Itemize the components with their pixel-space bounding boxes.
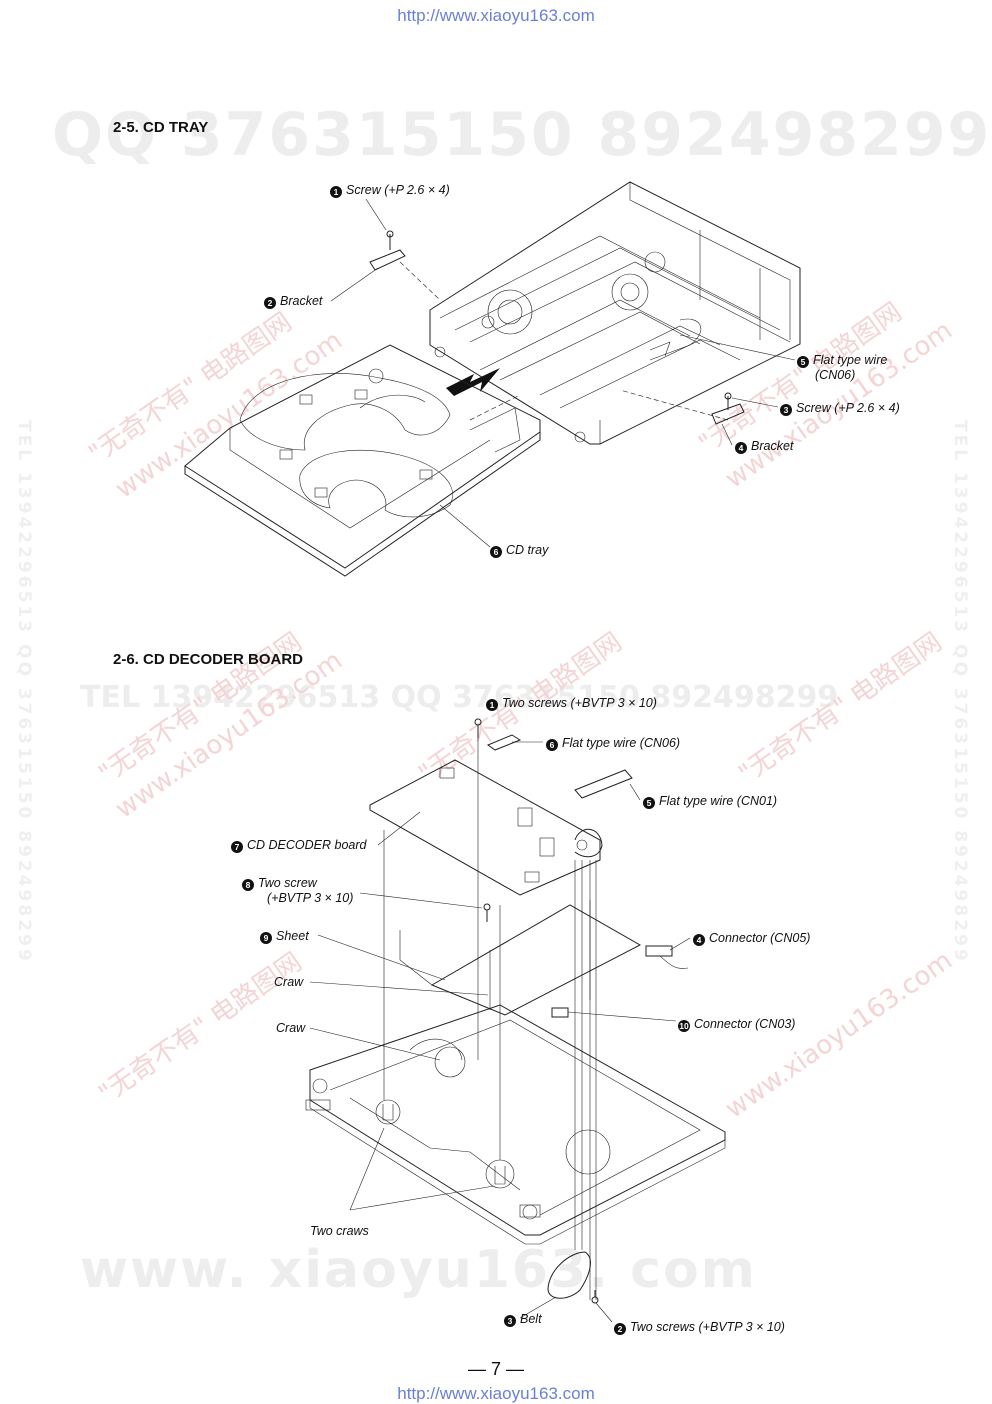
callout-number: 3 [504, 1315, 516, 1327]
section-title-cd-tray: 2-5. CD TRAY [113, 119, 209, 136]
section-title-cd-decoder-board: 2-6. CD DECODER BOARD [113, 651, 304, 668]
screw-top-part [474, 718, 482, 738]
callout-number: 4 [693, 934, 705, 946]
header-url[interactable]: http://www.xiaoyu163.com [397, 6, 595, 25]
callout-number: 6 [490, 546, 502, 558]
callout-number: 7 [231, 841, 243, 853]
callout-number: 6 [546, 739, 558, 751]
flat-type-wire-cn01-part [574, 769, 633, 799]
label-flat-type-wire-5-cn: (CN06) [815, 368, 856, 382]
mechanism-chassis [429, 181, 801, 445]
flat-type-wire-cn06-part [486, 734, 522, 751]
callout-number: 8 [242, 879, 254, 891]
cd-tray-part [184, 344, 541, 577]
callout-number: 4 [735, 442, 747, 454]
watermark-www: www. xiaoyu163. com [80, 1240, 757, 1300]
cd-decoder-board-part [369, 759, 603, 896]
bracket-4-part [711, 403, 745, 425]
page-number: — 7 — [467, 1359, 524, 1379]
label-craw-1: Craw [274, 975, 304, 989]
label-two-craws: Two craws [310, 1224, 369, 1238]
screw-3-part [724, 392, 732, 410]
sheet-part [399, 904, 642, 1016]
screw-1-part [386, 230, 394, 250]
removal-arrow [446, 368, 500, 396]
watermark-tel: TEL 13942296513 QQ 376315150 892498299 [80, 680, 839, 715]
callout-number: 2 [614, 1323, 626, 1335]
belt-part [547, 1251, 591, 1299]
screw-8-part [483, 903, 491, 922]
callout-number: 1 [330, 186, 342, 198]
callout-number: 5 [643, 797, 655, 809]
label-two-screw-8-spec: (+BVTP 3 × 10) [267, 891, 354, 905]
callout-number: 10 [678, 1020, 690, 1032]
screw-bottom-part [591, 1290, 599, 1304]
callout-number: 5 [797, 356, 809, 368]
connector-cn03-part [551, 1007, 569, 1018]
callout-number: 3 [780, 404, 792, 416]
base-chassis [305, 1004, 726, 1245]
connector-cn05-part [645, 945, 689, 969]
bracket-2-part [369, 249, 406, 271]
watermark-side-right: TEL 13942296513 QQ 376315150 892498299 [950, 420, 970, 964]
label-craw-2: Craw [276, 1021, 306, 1035]
callout-number: 9 [260, 932, 272, 944]
callout-number: 2 [264, 297, 276, 309]
watermark-side-left: TEL 13942296513 QQ 376315150 892498299 [14, 420, 34, 964]
footer-url[interactable]: http://www.xiaoyu163.com [397, 1384, 595, 1403]
watermark-qq: QQ 376315150 892498299 [52, 100, 992, 170]
callout-number: 1 [486, 699, 498, 711]
